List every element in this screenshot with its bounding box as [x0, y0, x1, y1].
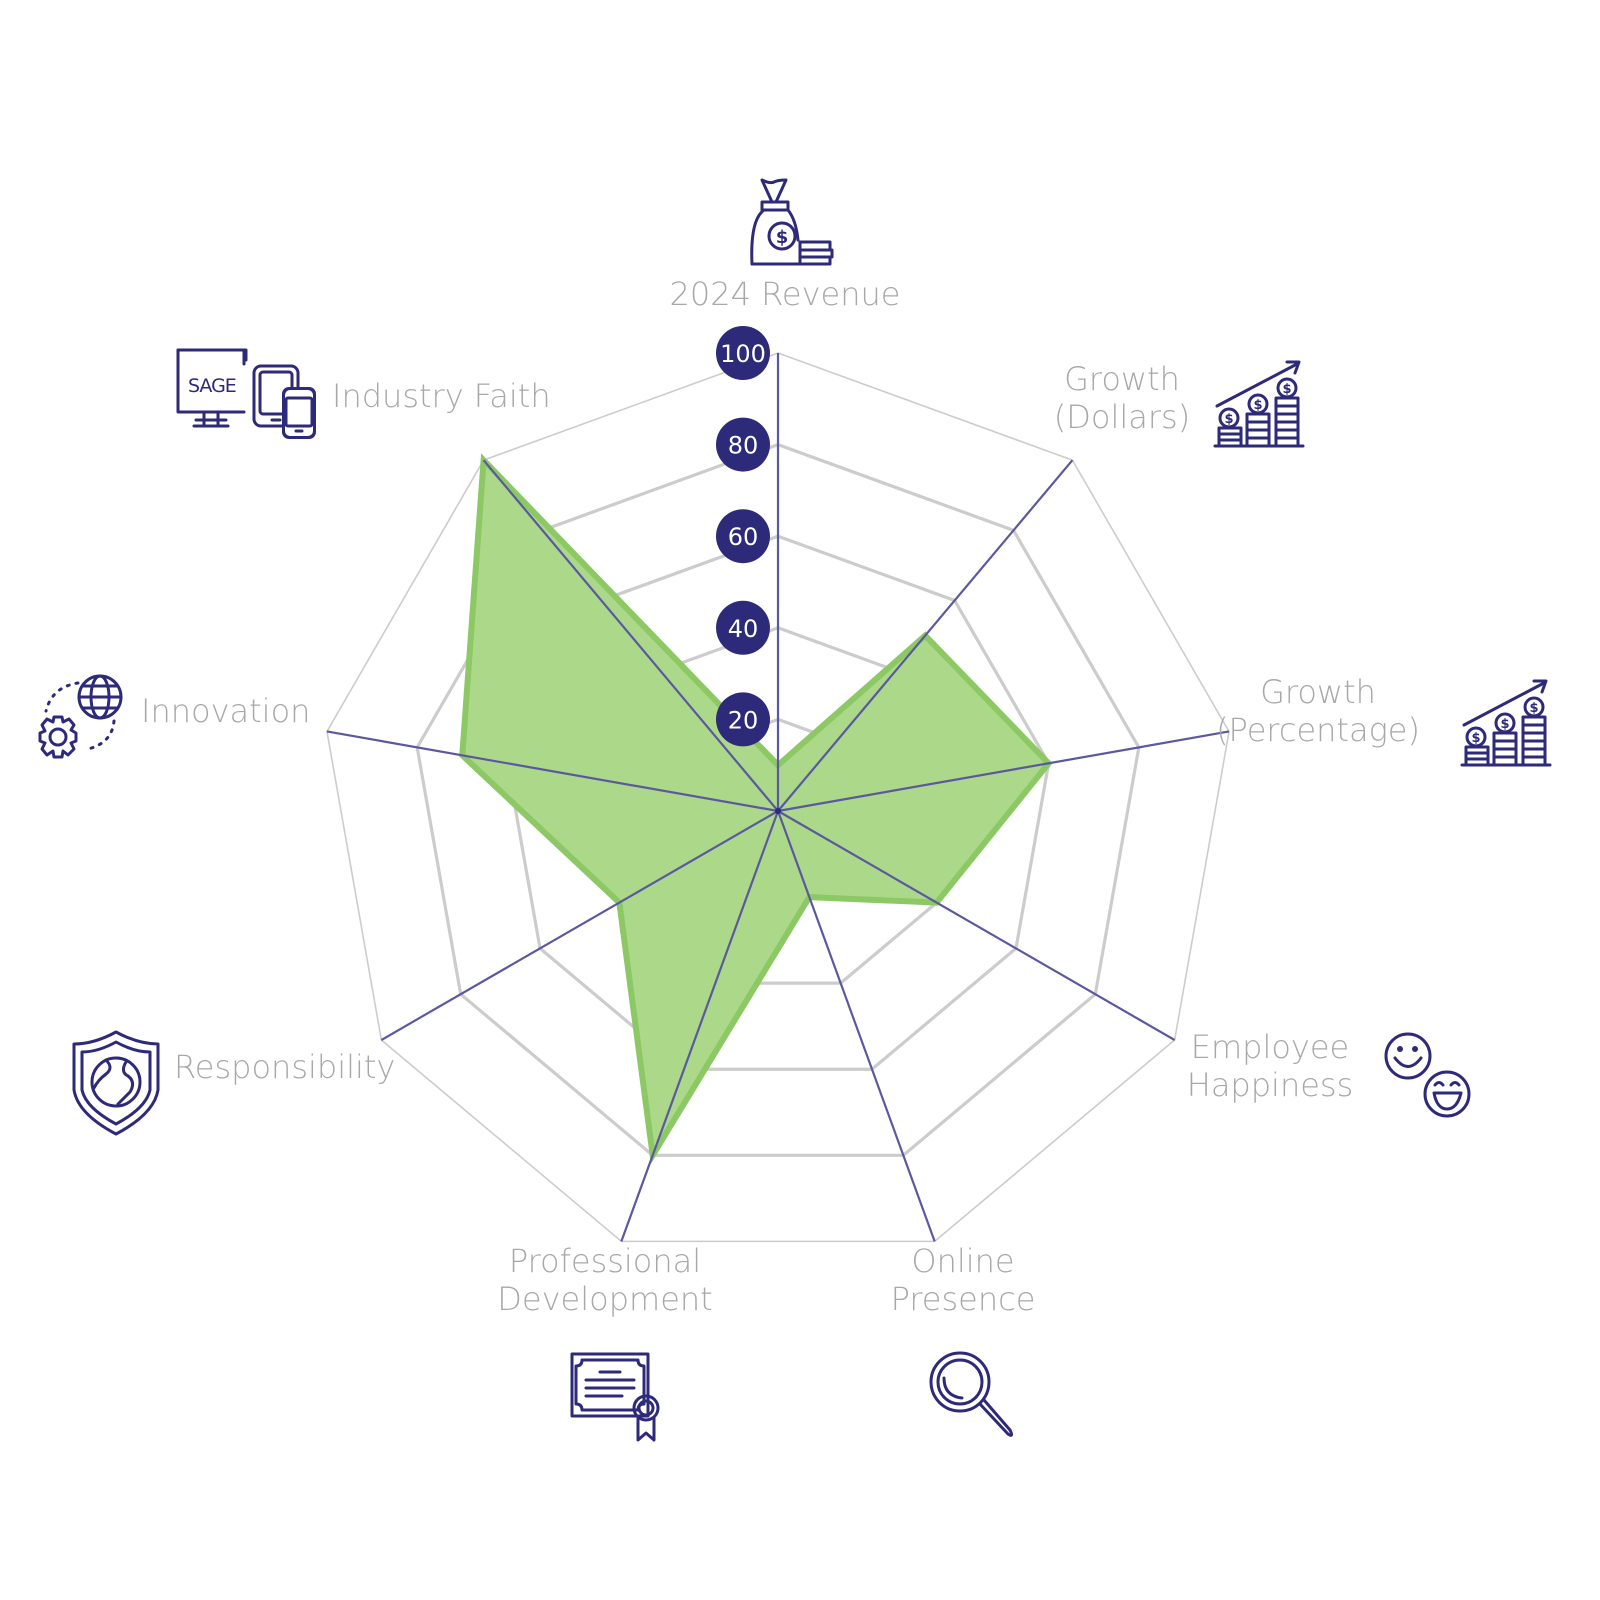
certificate-icon: [570, 1352, 660, 1442]
device-brand-text: SAGE: [188, 375, 236, 397]
axis-icons: $ $ $ $ $ $ $ SAGE: [38, 178, 1552, 1442]
shield-globe-icon: [72, 1030, 160, 1136]
axis-label-line: Presence: [891, 1280, 1036, 1318]
axis-label-1: Growth(Dollars): [1054, 360, 1190, 436]
axis-label-line: Responsibility: [174, 1048, 395, 1086]
coin-growth-icon: $ $ $: [1460, 679, 1552, 767]
smiley-faces-icon: [1384, 1032, 1471, 1118]
axis-label-line: Growth: [1064, 360, 1180, 398]
tick-label-20: 20: [728, 706, 759, 734]
axis-label-line: Professional: [509, 1242, 701, 1280]
axis-line-3: [777, 810, 1176, 1041]
svg-text:$: $: [1500, 717, 1509, 732]
svg-text:$: $: [1282, 382, 1291, 397]
axis-label-line: Innovation: [141, 692, 310, 730]
axis-label-2: Growth(Percentage): [1216, 673, 1420, 749]
magnifier-icon: [929, 1351, 1014, 1437]
coin-growth-icon: $ $ $: [1213, 360, 1305, 448]
axis-label-line: (Percentage): [1216, 711, 1420, 749]
globe-gear-icon: [38, 674, 123, 759]
axis-line-6: [380, 810, 779, 1041]
axis-label-line: 2024 Revenue: [670, 275, 901, 313]
svg-text:$: $: [1253, 398, 1262, 413]
axis-label-0: 2024 Revenue: [670, 275, 901, 313]
axis-label-line: Employee: [1191, 1028, 1349, 1066]
tick-label-80: 80: [728, 432, 759, 460]
money-bag-icon: $: [750, 178, 834, 266]
axis-label-line: Online: [911, 1242, 1014, 1280]
svg-text:$: $: [776, 227, 789, 248]
axis-line-7: [326, 730, 779, 813]
center-dot: [775, 808, 781, 814]
devices-icon: SAGE: [176, 348, 316, 439]
grid-ring-100: [326, 352, 1230, 1243]
tick-label-40: 40: [728, 615, 759, 643]
axis-label-line: Happiness: [1187, 1066, 1354, 1104]
axis-line-2: [777, 730, 1230, 813]
axis-label-7: Innovation: [141, 692, 310, 730]
svg-text:$: $: [1529, 701, 1538, 716]
tick-badge-40: [716, 600, 770, 655]
tick-badges: 20 40 60 80 100: [716, 326, 770, 747]
axis-line-5: [620, 810, 780, 1242]
svg-text:$: $: [1471, 731, 1480, 746]
axis-label-line: Development: [497, 1280, 712, 1318]
axis-label-6: Responsibility: [174, 1048, 395, 1086]
axis-label-line: Growth: [1260, 673, 1376, 711]
axis-labels: 2024 RevenueGrowth(Dollars)Growth(Percen…: [141, 275, 1420, 1318]
tick-badge-80: [716, 417, 770, 472]
tick-label-60: 60: [728, 523, 759, 551]
svg-text:$: $: [1224, 412, 1233, 427]
tick-badge-20: [716, 692, 770, 747]
tick-badge-100: [716, 326, 770, 380]
tick-badge-60: [716, 509, 770, 564]
axis-label-line: Industry Faith: [332, 377, 551, 415]
axis-label-line: (Dollars): [1054, 398, 1190, 436]
axis-lines: [326, 353, 1230, 1242]
axis-label-8: Industry Faith: [332, 377, 551, 415]
axis-line-1: [777, 459, 1074, 812]
axis-line-4: [776, 810, 936, 1242]
tick-label-100: 100: [720, 340, 766, 368]
axis-line-8: [482, 459, 779, 812]
